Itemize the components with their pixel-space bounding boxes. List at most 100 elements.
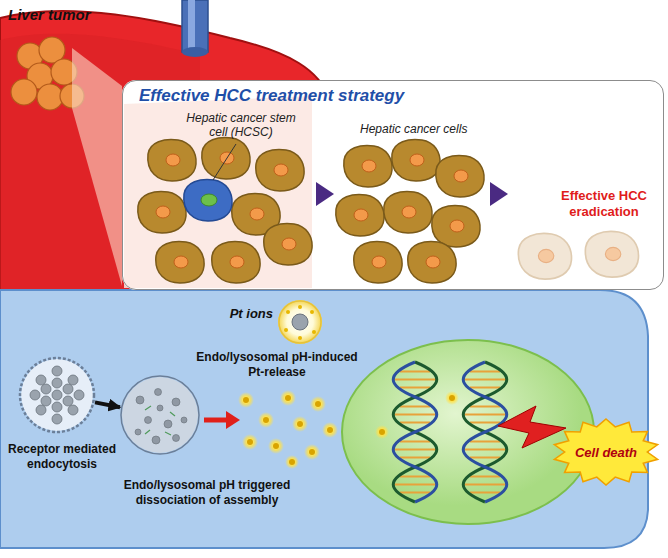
dna-helix-part bbox=[393, 362, 437, 502]
tumor-cells-part bbox=[256, 150, 304, 191]
pt-ions-part bbox=[297, 421, 303, 427]
panel-ground bbox=[122, 80, 664, 290]
remaining-cells-part bbox=[336, 195, 384, 236]
pt-sparks-part bbox=[286, 310, 290, 314]
pt-sparks-part bbox=[284, 328, 288, 332]
dna-helix-part bbox=[393, 362, 437, 502]
remaining-cells-part bbox=[408, 242, 456, 283]
pt-ions-part bbox=[322, 422, 338, 438]
tumor-cells-part bbox=[202, 138, 250, 179]
leader-line bbox=[213, 144, 236, 180]
step-arrow bbox=[316, 182, 334, 206]
endosome: Endo/lysosomal pH-induced Pt-releaseEndo… bbox=[120, 375, 200, 455]
remaining-cells-part bbox=[432, 206, 480, 247]
pt-ions-part bbox=[268, 438, 284, 454]
cell-body bbox=[0, 290, 648, 548]
hepatic-vessel-part bbox=[182, 47, 208, 57]
vesicle-lumen bbox=[21, 359, 93, 431]
pt-ions-part bbox=[238, 392, 254, 408]
dissociated-particles-part bbox=[181, 417, 187, 423]
pt-ions-part bbox=[263, 417, 269, 423]
pt-ions-part bbox=[242, 434, 258, 450]
pt-ions-part bbox=[285, 455, 299, 469]
remaining-cells-part bbox=[344, 146, 392, 187]
pt-ions-part bbox=[375, 425, 389, 439]
tumor-cells bbox=[138, 138, 312, 283]
remaining-cells bbox=[336, 140, 484, 283]
burst-shape bbox=[554, 419, 657, 485]
pt-ions-part bbox=[449, 395, 455, 401]
nanoparticle-assembly-part bbox=[52, 414, 62, 424]
pt-core bbox=[292, 314, 308, 330]
dissociated-particles-part bbox=[173, 435, 180, 442]
liver-tumor-part bbox=[37, 84, 63, 110]
nanoparticle-assembly-part bbox=[68, 405, 78, 415]
pt-ion-bubble: Pt ions bbox=[278, 300, 322, 344]
nanoparticle-assembly-part bbox=[63, 384, 73, 394]
pt-sparks-part bbox=[298, 336, 302, 340]
node-note: Endo/lysosomal pH triggered dissociation… bbox=[112, 478, 302, 508]
uptake-arrow bbox=[95, 402, 120, 407]
eradicated-cells-part bbox=[518, 233, 571, 279]
pt-sparks-part bbox=[298, 305, 302, 309]
remaining-cells-part bbox=[384, 192, 432, 233]
release-arrow bbox=[226, 411, 240, 429]
liver bbox=[0, 11, 330, 300]
nucleus bbox=[342, 340, 594, 524]
node-heading: Effective HCC treatment strategy bbox=[139, 86, 404, 106]
pt-ions-part bbox=[273, 443, 279, 449]
pt-ion-bubble-membrane bbox=[279, 301, 321, 343]
pt-ions-part bbox=[310, 396, 326, 412]
dissociated-particles-part bbox=[152, 436, 160, 444]
node-heading: Cell death bbox=[575, 445, 637, 460]
tumor-cells-part bbox=[138, 192, 186, 233]
strategy-panel: Effective HCC treatment strategy bbox=[122, 80, 664, 290]
hepatic-vessel bbox=[182, 0, 208, 57]
pt-sparks-part bbox=[310, 310, 314, 314]
node-heading: Endo/lysosomal pH-induced Pt-release bbox=[188, 350, 366, 380]
nanoparticle-assembly-part bbox=[52, 366, 62, 376]
remaining-cells-part bbox=[354, 242, 402, 283]
pt-ions-part bbox=[285, 395, 291, 401]
tumor-cells-part bbox=[148, 140, 196, 181]
endocytic-vesicle-outline bbox=[19, 357, 95, 433]
nanoparticle-assembly-part bbox=[52, 402, 62, 412]
pt-ions-part bbox=[292, 416, 308, 432]
nanoparticle-assembly-part bbox=[41, 396, 51, 406]
dissociated-particles-part bbox=[155, 389, 162, 396]
cell-death-burst: Cell death bbox=[552, 418, 660, 486]
figure-label: Hepatic cancer stem cell (HCSC) bbox=[186, 111, 296, 139]
dissociated-particles-part bbox=[172, 398, 180, 406]
dna-helix-part bbox=[463, 362, 507, 502]
release-arrow bbox=[204, 418, 228, 423]
dna-helix bbox=[393, 362, 437, 502]
pt-ions-part bbox=[280, 390, 296, 406]
pt-ions-part bbox=[327, 427, 333, 433]
dissociated-particles-part bbox=[136, 396, 144, 404]
remaining-cells-part bbox=[392, 140, 440, 181]
figure-label: Liver tumor bbox=[8, 6, 91, 23]
pt-ions-part bbox=[289, 459, 295, 465]
nanoparticle-assembly-part bbox=[74, 390, 84, 400]
nanoparticle-assembly-part bbox=[68, 375, 78, 385]
tumor-cells-part bbox=[156, 242, 204, 283]
zoom-wedge bbox=[72, 48, 122, 286]
damage-bolt bbox=[498, 406, 566, 448]
nanoparticle-assembly-part bbox=[41, 384, 51, 394]
pt-ions-part bbox=[445, 391, 459, 405]
dna-helix-part bbox=[463, 362, 507, 502]
endocytic-vesicle: Receptor mediated endocytosis bbox=[19, 357, 95, 433]
polymer-fragments-part bbox=[145, 406, 151, 410]
endocytic-vesicle-membrane bbox=[20, 358, 94, 432]
node-heading: Pt ions bbox=[230, 306, 273, 321]
tumor-cells-part bbox=[212, 242, 260, 283]
polymer-fragments-part bbox=[170, 412, 175, 416]
nanoparticle-assembly-part bbox=[36, 405, 46, 415]
figure-label: Hepatic cancer cells bbox=[360, 122, 467, 136]
eradicated-cells-part bbox=[585, 231, 638, 277]
